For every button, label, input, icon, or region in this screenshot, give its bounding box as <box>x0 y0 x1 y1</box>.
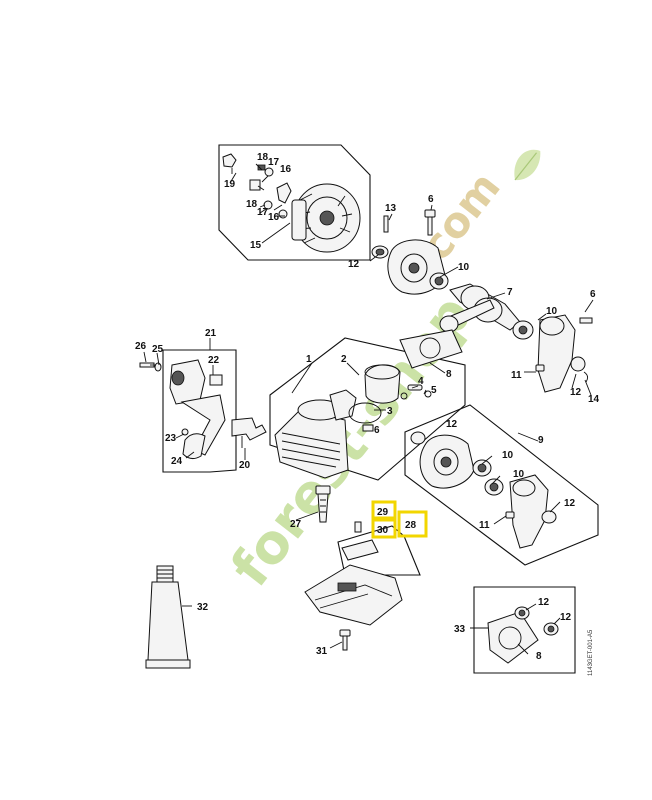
part-label[interactable]: 15 <box>250 240 262 251</box>
part-label[interactable]: 4 <box>418 376 424 387</box>
part-label[interactable]: 24 <box>171 456 183 467</box>
part-label[interactable]: 9 <box>538 435 544 446</box>
part-label[interactable]: 7 <box>507 287 513 298</box>
part-label[interactable]: 12 <box>564 498 576 509</box>
part-label[interactable]: 26 <box>135 341 147 352</box>
part-label[interactable]: 2 <box>341 354 347 365</box>
part-label[interactable]: 31 <box>316 646 328 657</box>
part-label[interactable]: 5 <box>431 385 437 396</box>
part-label[interactable]: 16 <box>268 212 280 223</box>
part-label[interactable]: 3 <box>387 406 393 417</box>
part-label[interactable]: 23 <box>165 433 177 444</box>
spark-plug <box>315 485 331 523</box>
part-label[interactable]: 20 <box>239 460 251 471</box>
part-label[interactable]: 10 <box>502 450 514 461</box>
part-label[interactable]: 30 <box>377 525 389 536</box>
part-label[interactable]: 11 <box>511 370 522 381</box>
part-label[interactable]: 17 <box>268 157 280 168</box>
part-label[interactable]: 12 <box>538 597 550 608</box>
highlight-30 <box>371 518 397 539</box>
part-label[interactable]: 28 <box>405 520 417 531</box>
muffler-group <box>304 521 421 651</box>
part-label[interactable]: 27 <box>290 519 302 530</box>
part-label[interactable]: 29 <box>377 507 389 518</box>
part-label[interactable]: 12 <box>446 419 458 430</box>
part-label[interactable]: 10 <box>513 469 525 480</box>
group-15-housing <box>218 144 371 261</box>
part-label[interactable]: 11 <box>479 520 490 531</box>
leaf-icon <box>514 149 541 181</box>
part-label[interactable]: 33 <box>454 624 466 635</box>
part-20-bracket <box>231 417 267 448</box>
group-33-gasket-set <box>473 586 576 674</box>
group-21-intake <box>139 349 237 473</box>
part-label[interactable]: 12 <box>348 259 360 270</box>
group-9-crankcase <box>404 404 599 566</box>
part-label[interactable]: 8 <box>446 369 452 380</box>
diagram-code: 1143GET-001-A5 <box>588 629 594 676</box>
crankcase-top <box>371 209 449 295</box>
part-label[interactable]: 6 <box>374 425 380 436</box>
part-label[interactable]: 10 <box>546 306 558 317</box>
part-label[interactable]: 17 <box>257 207 269 218</box>
part-label[interactable]: 8 <box>536 651 542 662</box>
part-label[interactable]: 16 <box>280 164 292 175</box>
tube-32 <box>145 565 191 669</box>
part-label[interactable]: 1 <box>306 354 312 365</box>
part-label[interactable]: 21 <box>205 328 217 339</box>
part-label[interactable]: 25 <box>152 344 164 355</box>
part-label[interactable]: 18 <box>257 152 269 163</box>
group-1-cylinder <box>269 329 466 481</box>
crankcase-right <box>535 314 593 393</box>
highlight-29 <box>371 500 397 520</box>
part-label[interactable]: 6 <box>590 289 596 300</box>
part-label[interactable]: 12 <box>570 387 582 398</box>
part-label[interactable]: 10 <box>458 262 470 273</box>
part-label[interactable]: 14 <box>588 394 600 405</box>
part-label[interactable]: 18 <box>246 199 258 210</box>
leader-lines <box>143 172 594 655</box>
part-label[interactable]: 12 <box>560 612 572 623</box>
part-label[interactable]: 19 <box>224 179 236 190</box>
part-label[interactable]: 22 <box>208 355 220 366</box>
highlight-28 <box>397 510 428 538</box>
highlight-boxes <box>371 500 428 539</box>
part-label[interactable]: 13 <box>385 203 397 214</box>
part-label[interactable]: 6 <box>428 194 434 205</box>
part-label[interactable]: 32 <box>197 602 209 613</box>
part-labels: 18 17 16 19 18 17 16 15 13 6 12 10 7 10 … <box>135 152 600 662</box>
crankshaft <box>439 283 534 340</box>
